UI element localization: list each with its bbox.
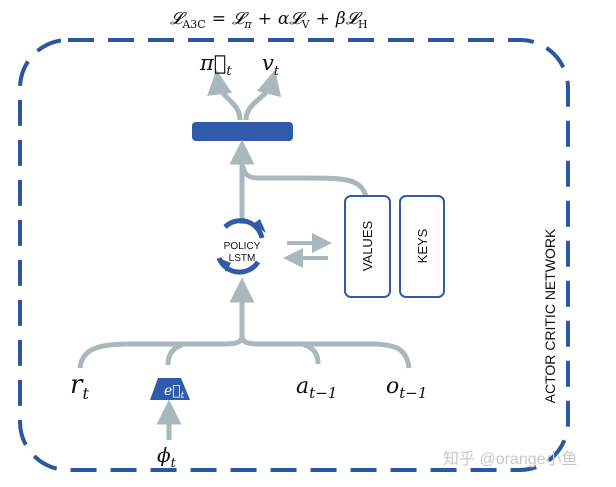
lstm-cycle-arc-top: [223, 218, 265, 239]
prev-observation-input: ot−1: [386, 374, 427, 402]
lstm-cycle-arrowhead-top: [253, 219, 266, 233]
phi-input: ϕt: [157, 443, 177, 471]
reward-input: rt: [70, 370, 89, 403]
prev-action-input: at−1: [296, 374, 337, 402]
lstm-label-line2: LSTM: [229, 253, 256, 264]
lstm-cycle-arrowhead-bottom: [219, 258, 231, 272]
a3c-loss-formula: 𝓛A3C=𝓛π+α𝓛V+β𝓛H: [170, 9, 368, 31]
lstm-label-line1: POLICY: [224, 241, 261, 252]
policy-output-label: π⃗t: [199, 51, 232, 79]
keys-memory: KEYS: [399, 195, 445, 298]
embedding-module: e⃗t′: [150, 378, 190, 401]
memory-read-connector: [240, 165, 369, 197]
value-output-arrow: [243, 69, 282, 121]
policy-lstm: POLICY LSTM: [216, 218, 266, 275]
policy-output-arrow: [207, 69, 243, 121]
network-boundary: [18, 38, 570, 472]
values-memory: VALUES: [344, 195, 391, 298]
embedding-label: e⃗t′: [164, 381, 186, 401]
output-layer: [192, 122, 293, 141]
input-brace: [77, 335, 412, 369]
watermark: 知乎 @orange小鱼: [443, 450, 578, 468]
value-output-label: vt: [262, 51, 280, 79]
values-label: VALUES: [360, 221, 375, 272]
embedding-trapezoid: [150, 378, 190, 400]
action-connector: [303, 342, 321, 365]
keys-label: KEYS: [415, 228, 430, 263]
embedding-connector: [165, 342, 183, 366]
actor-critic-network-label: ACTOR CRITIC NETWORK: [542, 228, 558, 403]
